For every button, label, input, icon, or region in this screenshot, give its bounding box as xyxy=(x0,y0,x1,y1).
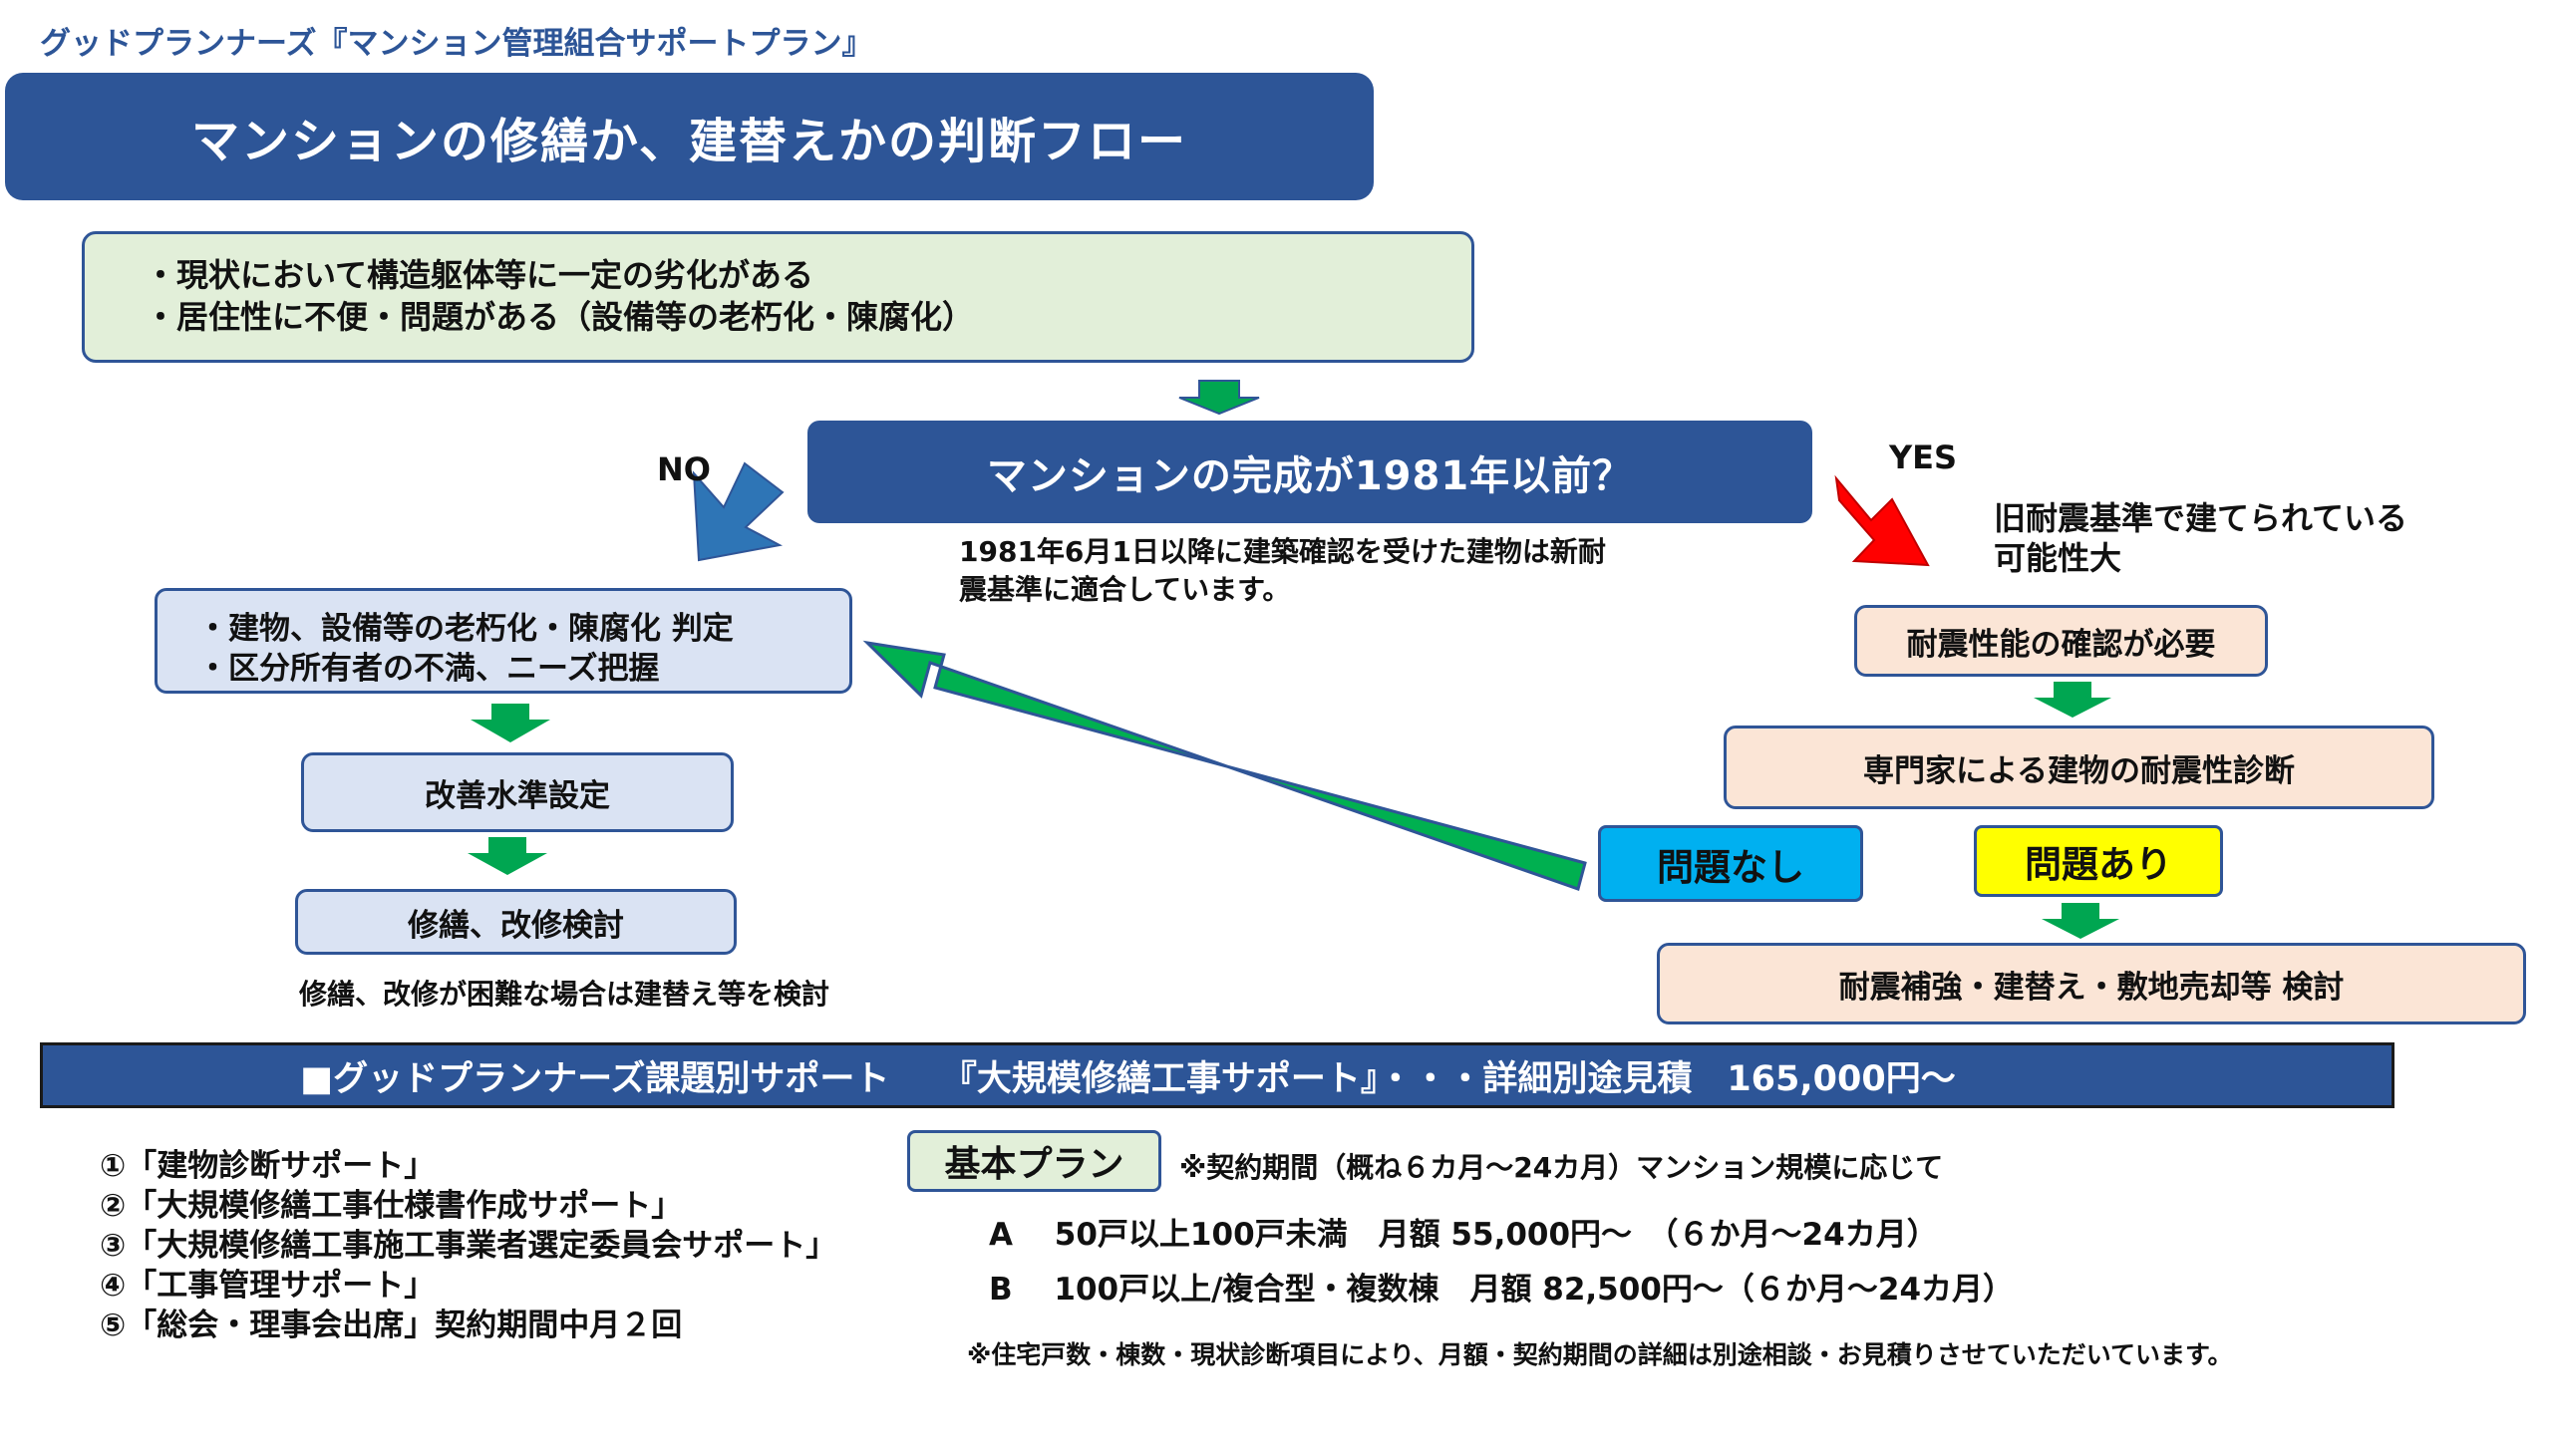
countermeasure-box: 耐震補強・建替え・敷地売却等 検討 xyxy=(1657,943,2526,1024)
question-note-line: 震基準に適合しています。 xyxy=(959,573,1291,606)
question-box: マンションの完成が1981年以前？ xyxy=(807,421,1812,523)
header-company: グッドプランナーズ『マンション管理組合サポートプラン』 xyxy=(40,26,873,62)
support-item: ②「大規模修繕工事仕様書作成サポート」 xyxy=(100,1188,683,1224)
condition-line: ・居住性に不便・問題がある（設備等の老朽化・陳腐化） xyxy=(145,298,975,336)
page-title: マンションの修繕か、建替えかの判断フロー xyxy=(5,73,1374,200)
judge-line: ・区分所有者の不満、ニーズ把握 xyxy=(197,651,660,687)
plan-b: B 100戸以上/複合型・複数棟 月額 82,500円～（６か月～24カ月） xyxy=(989,1272,2015,1308)
repair-note: 修繕、改修が困難な場合は建替え等を検討 xyxy=(299,978,830,1011)
no-problem-box: 問題なし xyxy=(1598,825,1863,902)
question-note: 1981年6月1日以降に建築確認を受けた建物は新耐 震基準に適合しています。 xyxy=(959,533,1606,609)
yes-note: 旧耐震基準で建てられている 可能性大 xyxy=(1994,498,2407,578)
repair-review-box: 修繕、改修検討 xyxy=(295,889,737,955)
problem-box: 問題あり xyxy=(1974,825,2223,897)
yes-arrow xyxy=(1834,474,1930,567)
support-item: ⑤「総会・理事会出席」契約期間中月２回 xyxy=(100,1308,683,1343)
no-arrow xyxy=(692,461,785,562)
plan-a: A 50戸以上100戸未満 月額 55,000円～ （６か月～24カ月） xyxy=(989,1217,1938,1253)
big-return-arrow xyxy=(862,640,1587,891)
conditions-box: ・現状において構造躯体等に一定の劣化がある ・居住性に不便・問題がある（設備等の… xyxy=(82,231,1474,363)
arrow-down-to-diagnosis xyxy=(2034,682,2111,718)
arrow-down-to-countermeasure xyxy=(2042,903,2119,939)
yes-note-line: 旧耐震基準で建てられている xyxy=(1994,499,2408,537)
support-item: ③「大規模修繕工事施工事業者選定委員会サポート」 xyxy=(100,1228,837,1264)
condition-line: ・現状において構造躯体等に一定の劣化がある xyxy=(145,256,814,294)
arrow-down-to-question xyxy=(1178,380,1260,416)
support-bar: ■グッドプランナーズ課題別サポート 『大規模修繕工事サポート』・・・詳細別途見積… xyxy=(40,1042,2394,1108)
no-label: NO xyxy=(657,450,711,488)
judge-box: ・建物、設備等の老朽化・陳腐化 判定 ・区分所有者の不満、ニーズ把握 xyxy=(155,588,852,694)
basic-plan-label: 基本プラン xyxy=(907,1130,1161,1192)
arrow-down-to-step3 xyxy=(468,837,547,875)
yes-label: YES xyxy=(1889,438,1958,476)
question-note-line: 1981年6月1日以降に建築確認を受けた建物は新耐 xyxy=(959,535,1606,568)
support-item: ①「建物診断サポート」 xyxy=(100,1148,436,1184)
yes-note-line: 可能性大 xyxy=(1994,539,2122,577)
period-note: ※契約期間（概ね６カ月～24カ月）マンション規模に応じて xyxy=(1179,1151,1944,1184)
judge-line: ・建物、設備等の老朽化・陳腐化 判定 xyxy=(197,611,734,647)
support-item: ④「工事管理サポート」 xyxy=(100,1268,436,1304)
plan-footnote: ※住宅戸数・棟数・現状診断項目により、月額・契約期間の詳細は別途相談・お見積りさ… xyxy=(967,1340,2233,1369)
seismic-diagnosis-box: 専門家による建物の耐震性診断 xyxy=(1724,726,2434,809)
improvement-level-box: 改善水準設定 xyxy=(301,752,734,832)
arrow-down-to-step2 xyxy=(471,704,550,742)
seismic-check-box: 耐震性能の確認が必要 xyxy=(1854,605,2268,677)
support-list: ①「建物診断サポート」 ②「大規模修繕工事仕様書作成サポート」 ③「大規模修繕工… xyxy=(100,1146,836,1345)
